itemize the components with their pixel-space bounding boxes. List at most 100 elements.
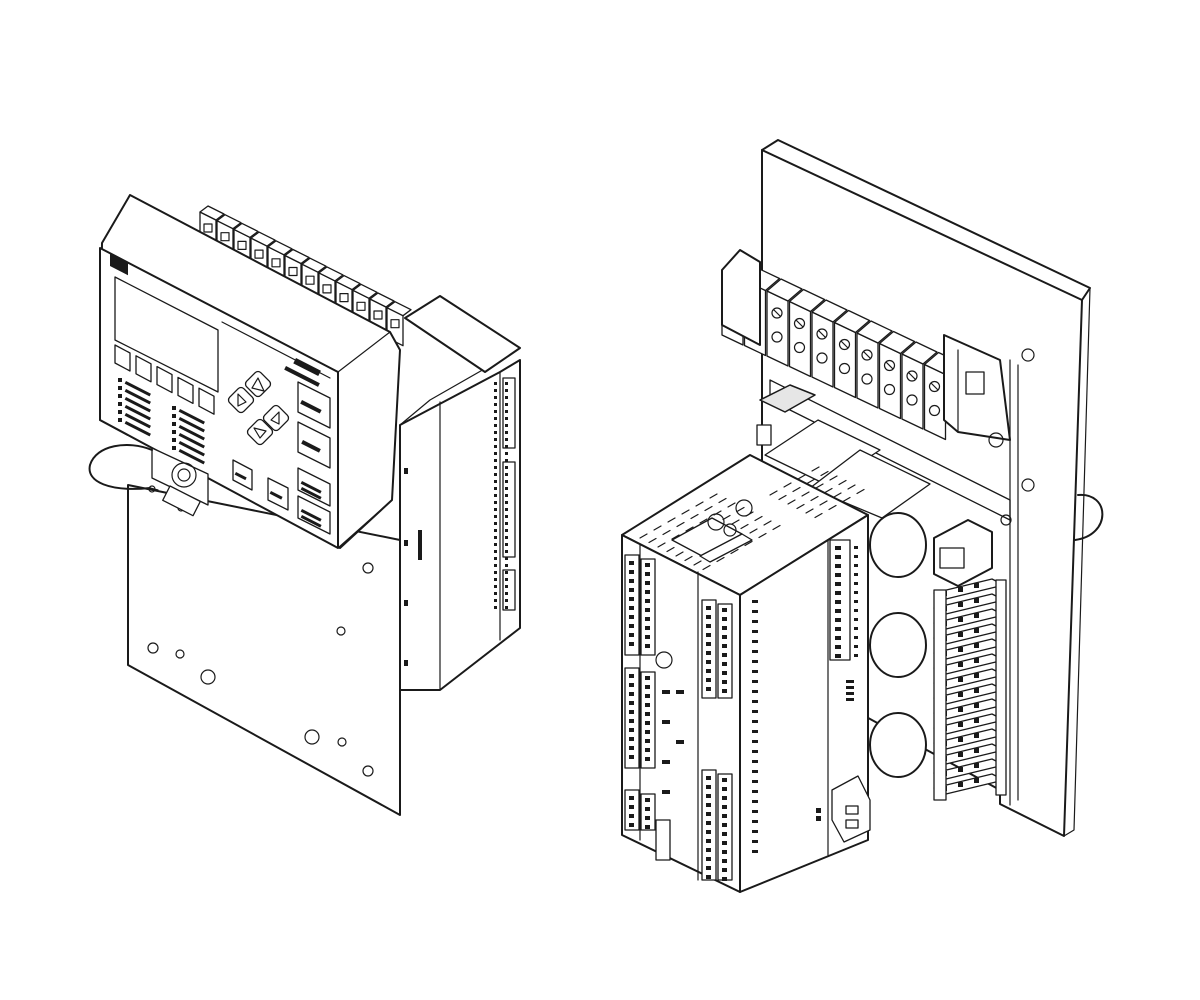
connector-pin: [494, 599, 497, 602]
left-io-connector[interactable]: [624, 789, 656, 831]
terminal-rail: [995, 579, 1007, 796]
front-io-connector[interactable]: [701, 769, 733, 881]
connector-pin: [505, 473, 508, 476]
led-indicator: [172, 406, 176, 410]
vent-slot: [856, 488, 865, 495]
connector-pin: [505, 571, 508, 574]
connector-pin: [722, 841, 727, 845]
side-mark: [752, 600, 758, 603]
connector-pin: [629, 624, 634, 628]
mode-button-lower[interactable]: [297, 495, 331, 535]
mid-terminal-connector: [829, 539, 858, 701]
connector-pin: [494, 403, 497, 406]
terminal-block: [833, 309, 871, 399]
connector-pin: [722, 680, 727, 684]
connector-pin: [505, 431, 508, 434]
soft-key[interactable]: [177, 376, 194, 405]
connector-pin: [722, 787, 727, 791]
connector-pin: [706, 830, 711, 834]
nav-right-button[interactable]: [262, 404, 290, 432]
connector-pin: [494, 459, 497, 462]
cable-opening: [869, 612, 927, 678]
vent-slot: [829, 475, 838, 481]
led-label: [124, 421, 151, 437]
connector-pin: [835, 654, 841, 658]
soft-key[interactable]: [198, 387, 215, 415]
enter-button[interactable]: [267, 477, 289, 511]
side-mark: [846, 686, 854, 689]
connector-pin: [706, 857, 711, 861]
led-indicator: [172, 422, 176, 426]
nav-left-button[interactable]: [227, 386, 255, 414]
connector-pin: [706, 839, 711, 843]
connector-pin: [722, 662, 727, 666]
connector-pin: [706, 615, 711, 619]
connector-pin: [629, 674, 634, 678]
vent-slot: [699, 518, 708, 524]
start-button[interactable]: [297, 381, 331, 429]
vent-slot: [772, 524, 781, 531]
led-indicator: [118, 378, 122, 382]
dip-switch-block[interactable]: [655, 819, 671, 861]
connector-pin: [505, 501, 508, 504]
vent-slot: [727, 502, 736, 508]
side-mark: [846, 698, 854, 701]
nav-down-button[interactable]: [246, 418, 274, 446]
vent-slot: [824, 487, 833, 494]
terminal-block: [788, 288, 826, 378]
connector-pin: [494, 592, 497, 595]
bracket-tab-2: [756, 424, 772, 446]
connector-pin: [505, 396, 508, 399]
side-mark: [846, 692, 854, 695]
connector-pin: [854, 654, 858, 657]
connector-pin: [505, 410, 508, 413]
vent-slot: [740, 523, 749, 530]
plate-hole: [175, 649, 185, 659]
connector-pin: [629, 570, 634, 574]
connector-pin: [722, 671, 727, 675]
vent-slot: [796, 503, 805, 510]
connector-pin: [629, 719, 634, 723]
mode-button-upper[interactable]: [297, 467, 331, 507]
side-mark: [752, 820, 758, 823]
esc-button[interactable]: [232, 459, 253, 491]
left-side-connectors: [494, 377, 516, 611]
connector-pin: [629, 633, 634, 637]
connector-pin: [854, 582, 858, 585]
connector-pin: [629, 823, 634, 827]
connector-pin: [494, 515, 497, 518]
connector-pin: [505, 529, 508, 532]
connector-pin: [505, 403, 508, 406]
model-label: [284, 358, 321, 387]
connector-pin: [645, 807, 650, 811]
soft-key[interactable]: [114, 344, 131, 372]
vent-slot: [778, 494, 787, 501]
rj45-socket[interactable]: [933, 514, 1012, 587]
front-io-connector[interactable]: [701, 599, 733, 699]
connector-pin: [722, 832, 727, 836]
connector-pin: [494, 508, 497, 511]
plate-hole: [336, 626, 346, 636]
connector-pin: [722, 626, 727, 630]
terminal-block: [856, 320, 893, 409]
connector-pin: [706, 669, 711, 673]
connector-pin: [706, 812, 711, 816]
connector-pin: [835, 546, 841, 550]
left-io-connector[interactable]: [624, 667, 656, 769]
connector-pin: [494, 382, 497, 385]
left-io-connector[interactable]: [624, 554, 656, 656]
stop-button[interactable]: [297, 421, 331, 469]
connector-pin: [494, 578, 497, 581]
ethernet-ports[interactable]: [671, 499, 753, 563]
side-mark: [752, 640, 758, 643]
soft-key[interactable]: [135, 355, 152, 383]
status-knob[interactable]: [655, 651, 673, 669]
usb-port-cover[interactable]: [151, 447, 209, 517]
connector-pin: [505, 494, 508, 497]
vent-slot: [792, 486, 801, 493]
connector-pin: [494, 431, 497, 434]
side-mark: [752, 810, 758, 813]
nav-up-button[interactable]: [244, 370, 272, 398]
soft-key[interactable]: [156, 365, 173, 394]
rear-pluggable-connectors: [624, 554, 758, 881]
